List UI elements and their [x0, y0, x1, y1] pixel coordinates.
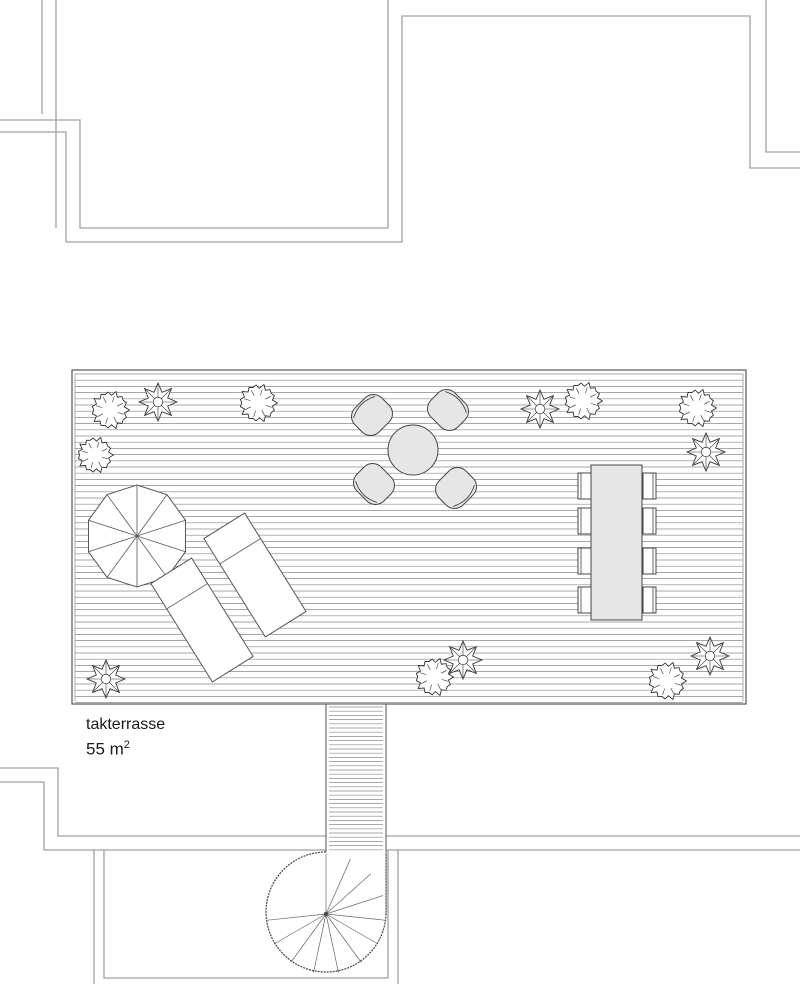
chair-icon: [435, 467, 477, 509]
room-area-exponent: 2: [123, 739, 130, 751]
plant-icon: [689, 635, 731, 677]
lower-walls: [0, 767, 800, 984]
chair-icon: [642, 586, 657, 614]
chair-icon: [642, 547, 657, 575]
plant-icon: [415, 657, 455, 697]
chair-icon: [427, 389, 469, 431]
table-icon: [387, 424, 439, 476]
plant-icon: [685, 431, 727, 473]
room-area-value: 55 m: [86, 739, 124, 759]
room-name: takterrasse: [86, 716, 166, 733]
chair-icon: [642, 507, 657, 535]
sun-lounger-icon: [150, 557, 254, 683]
chair-icon: [353, 463, 395, 505]
plant-icon: [678, 388, 718, 428]
plant-icon: [239, 383, 279, 423]
plant-icon: [85, 658, 127, 700]
plant-icon: [442, 639, 484, 681]
upper-walls: [0, 0, 800, 243]
chair-icon: [577, 547, 592, 575]
plant-icon: [77, 436, 115, 474]
plant-icon: [91, 390, 131, 430]
plants: [77, 381, 731, 701]
chair-icon: [577, 472, 592, 500]
round-table-set: [351, 389, 477, 509]
plant-icon: [519, 388, 561, 430]
table-icon: [590, 464, 643, 621]
plant-icon: [648, 661, 688, 701]
umbrella-icon: [88, 484, 186, 588]
room-label: takterrasse 55 m2: [86, 714, 165, 760]
plant-icon: [564, 381, 604, 421]
sun-lounger-icon: [203, 512, 307, 638]
dining-table-set: [577, 464, 657, 621]
chair-icon: [577, 586, 592, 614]
staircase: [265, 703, 387, 973]
chair-icon: [577, 507, 592, 535]
plant-icon: [137, 381, 179, 423]
room-area: 55 m2: [86, 735, 165, 760]
chair-icon: [642, 472, 657, 500]
chair-icon: [351, 394, 393, 436]
